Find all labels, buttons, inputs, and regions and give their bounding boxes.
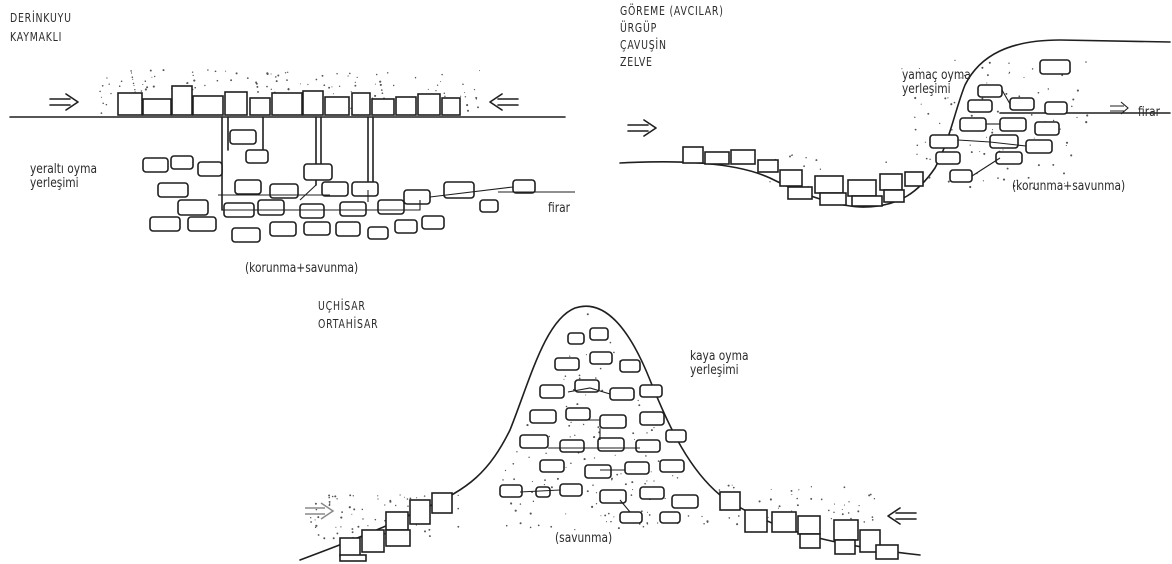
place-name: DERİNKUYU <box>10 11 72 25</box>
place-name: ÜRGÜP <box>620 21 658 35</box>
settlement-label: yerleşimi <box>902 82 951 97</box>
place-name: UÇHİSAR <box>318 299 366 313</box>
exit-label: firar <box>1138 105 1161 120</box>
purpose-caption: (savunma) <box>555 531 613 546</box>
arrow-right-icon <box>305 502 335 520</box>
settlement-label: yamaç oyma <box>902 68 971 83</box>
place-name: ORTAHİSAR <box>318 317 379 331</box>
purpose-caption: (korunma+savunma) <box>245 261 359 276</box>
settlement-label: kaya oyma <box>690 349 749 364</box>
settlement-label: yeraltı oyma <box>30 162 98 177</box>
rock-chambers <box>499 327 699 524</box>
valley-panel <box>619 39 1171 208</box>
underground-panel <box>9 69 575 243</box>
arrow-left-icon <box>887 507 917 525</box>
rock-texture <box>310 313 876 540</box>
arrow-right-icon <box>1110 101 1129 115</box>
surface-houses <box>117 85 461 116</box>
settlement-label: yerleşimi <box>690 363 739 378</box>
arrow-right-icon <box>627 119 657 137</box>
rock-right-houses <box>719 491 899 560</box>
place-name: KAYMAKLI <box>10 30 63 44</box>
arrow-right-icon <box>49 93 79 111</box>
settlement-label: yerleşimi <box>30 176 79 191</box>
place-name: ÇAVUŞİN <box>620 38 667 52</box>
purpose-caption: (korunma+savunma) <box>1012 179 1126 194</box>
rock-panel <box>299 305 921 562</box>
rock-left-houses <box>339 492 453 562</box>
place-name: GÖREME (AVCILAR) <box>620 4 724 18</box>
arrow-left-icon <box>489 93 519 111</box>
exit-label: firar <box>548 201 571 216</box>
underground-chambers <box>142 129 536 243</box>
rock-tunnels <box>519 387 640 513</box>
place-name: ZELVE <box>620 55 653 69</box>
tunnels <box>218 184 575 211</box>
valley-tunnels <box>957 89 1027 177</box>
